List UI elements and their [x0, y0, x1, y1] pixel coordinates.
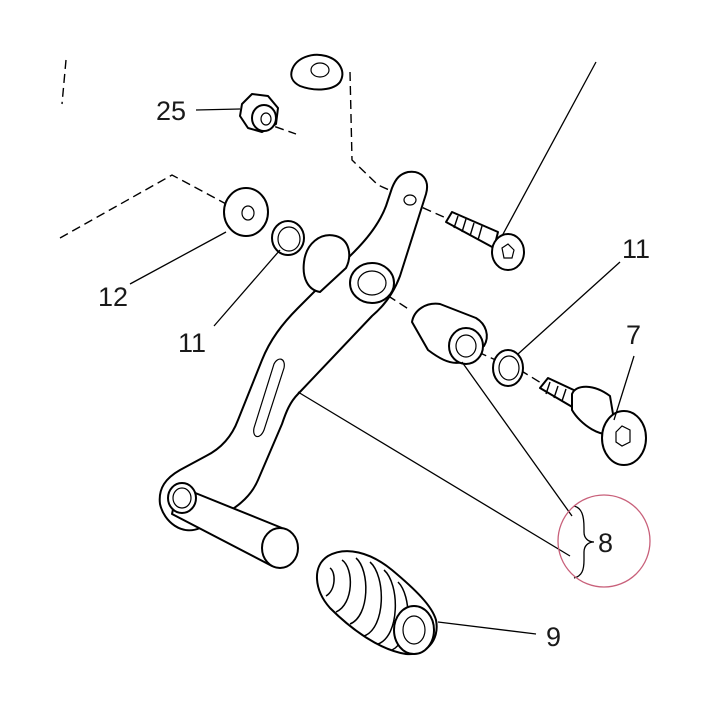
- callout-12: 12: [98, 282, 128, 312]
- leader-lines: [129, 61, 635, 635]
- shoulder-bolt-7: [539, 377, 647, 466]
- rubber-peg: [315, 550, 438, 656]
- shift-peg-shaft: [167, 482, 299, 569]
- o-ring-11-left: [271, 220, 305, 256]
- callout-8: 8: [598, 528, 613, 558]
- highlight-circle: [557, 494, 651, 588]
- washer-12: [223, 187, 269, 237]
- o-ring-11-right: [492, 349, 524, 387]
- upper-component-partial: [290, 53, 344, 91]
- flange-nut-25: [239, 93, 279, 133]
- bushing-sleeve-8: [411, 302, 488, 365]
- group-brace: [573, 505, 595, 579]
- callout-9: 9: [546, 622, 561, 652]
- upper-bolt: [445, 211, 525, 271]
- callout-25: 25: [156, 96, 186, 126]
- callout-7: 7: [626, 320, 641, 350]
- callout-11-left: 11: [178, 328, 206, 358]
- gear-lever-arm: [158, 170, 428, 532]
- callout-11-right: 11: [622, 234, 650, 264]
